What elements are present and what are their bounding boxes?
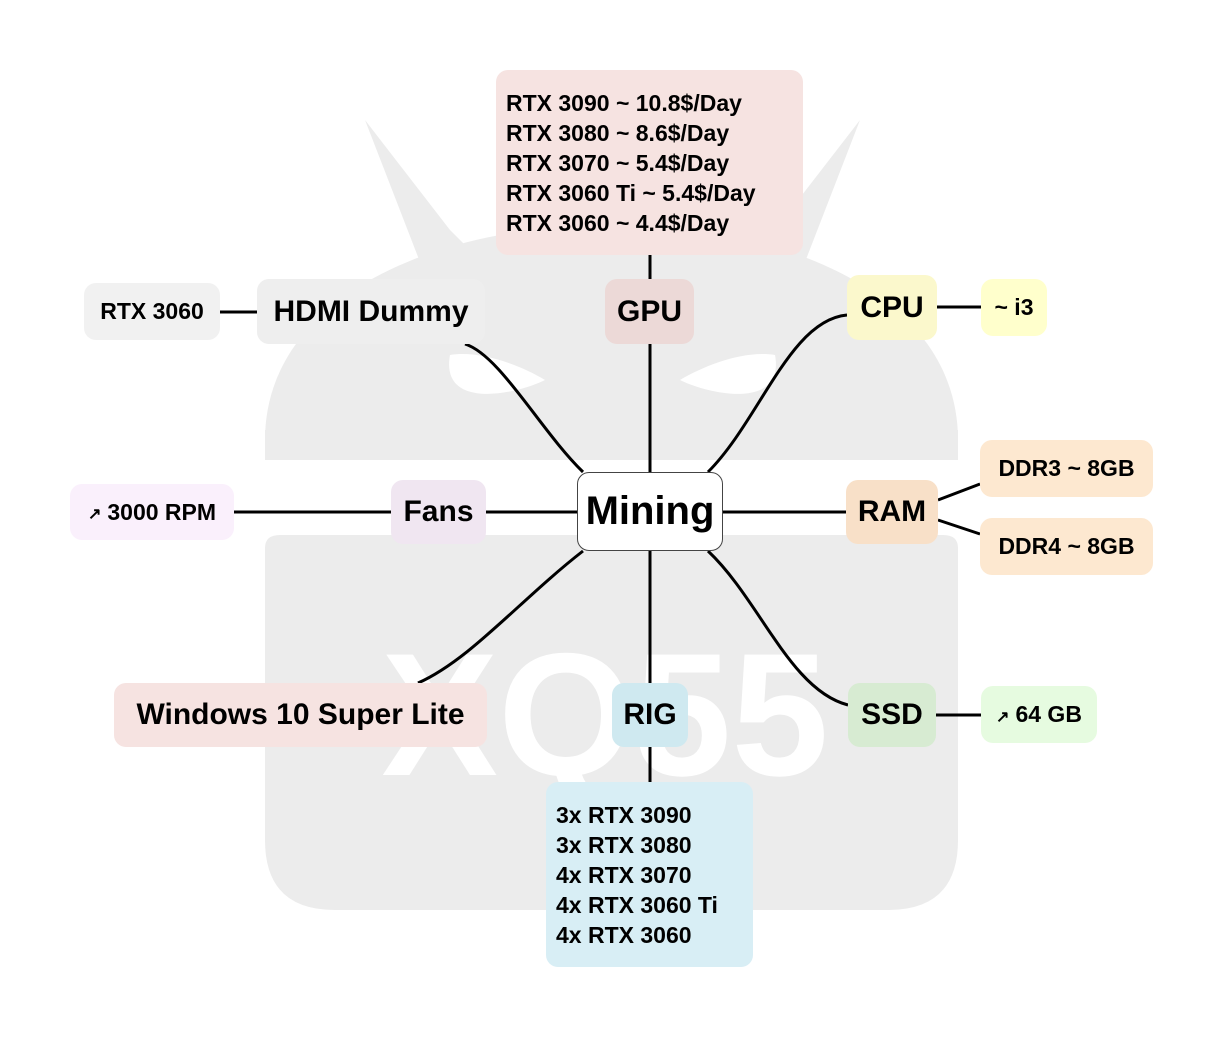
windows-node-label: Windows 10 Super Lite: [136, 698, 465, 731]
gpu-detail-line: RTX 3090 ~ 10.8$/Day: [506, 89, 742, 116]
edge-center-cpu: [706, 313, 848, 474]
ssd-child-64gb[interactable]: ↗ 64 GB: [981, 686, 1097, 743]
cpu-node-label: CPU: [860, 290, 924, 324]
rig-detail-line: 3x RTX 3090: [556, 801, 692, 828]
cpu-node[interactable]: CPU: [847, 275, 937, 340]
cpu-child-i3[interactable]: ~ i3: [981, 279, 1047, 336]
edges: [220, 255, 981, 782]
gpu-detail-line: RTX 3080 ~ 8.6$/Day: [506, 119, 730, 146]
ssd-child-label: 64 GB: [1015, 701, 1082, 727]
rig-node-label: RIG: [623, 698, 677, 731]
hdmi-child-label: RTX 3060: [100, 298, 204, 324]
rig-detail-line: 3x RTX 3080: [556, 831, 692, 858]
edge-ram-ddr3: [937, 482, 981, 502]
hdmi-dummy-label: HDMI Dummy: [273, 294, 469, 328]
rig-detail-line: 4x RTX 3060 Ti: [556, 891, 718, 918]
gpu-detail-line: RTX 3070 ~ 5.4$/Day: [506, 149, 730, 176]
ssd-node[interactable]: SSD: [848, 683, 936, 747]
gpu-node-label: GPU: [616, 294, 682, 328]
center-node-mining[interactable]: Mining: [577, 472, 723, 551]
hdmi-dummy-node[interactable]: HDMI Dummy: [257, 279, 485, 344]
ram-child-ddr3[interactable]: DDR3 ~ 8GB: [980, 440, 1153, 497]
gpu-details-box[interactable]: RTX 3090 ~ 10.8$/Day RTX 3080 ~ 8.6$/Day…: [496, 70, 803, 255]
fans-node[interactable]: Fans: [391, 480, 486, 544]
fans-child-label: 3000 RPM: [107, 498, 217, 525]
edge-center-ssd: [706, 549, 849, 707]
rig-detail-line: 4x RTX 3070: [556, 861, 692, 888]
gpu-detail-line: RTX 3060 Ti ~ 5.4$/Day: [506, 179, 756, 206]
center-node-label: Mining: [585, 489, 715, 533]
rig-node[interactable]: RIG: [612, 683, 688, 747]
rig-details-box[interactable]: 3x RTX 3090 3x RTX 3080 4x RTX 3070 4x R…: [546, 782, 753, 967]
ram-child-label: DDR4 ~ 8GB: [998, 533, 1135, 559]
ram-node[interactable]: RAM: [846, 480, 938, 544]
edge-center-windows: [417, 549, 584, 685]
ram-child-ddr4[interactable]: DDR4 ~ 8GB: [980, 518, 1153, 575]
cpu-child-label: ~ i3: [994, 294, 1034, 320]
ram-node-label: RAM: [857, 495, 927, 528]
gpu-node[interactable]: GPU: [605, 279, 694, 344]
edge-center-hdmi: [464, 342, 585, 474]
ssd-node-label: SSD: [861, 698, 923, 731]
arrow-up-right-icon: ↗: [87, 506, 102, 523]
arrow-up-right-icon: ↗: [996, 708, 1010, 726]
gpu-detail-line: RTX 3060 ~ 4.4$/Day: [506, 209, 730, 236]
ram-child-label: DDR3 ~ 8GB: [998, 455, 1135, 481]
fans-child-rpm[interactable]: ↗ 3000 RPM: [70, 484, 234, 540]
windows-node[interactable]: Windows 10 Super Lite: [114, 683, 487, 747]
rig-detail-line: 4x RTX 3060: [556, 921, 692, 948]
hdmi-child-rtx3060[interactable]: RTX 3060: [84, 283, 220, 340]
fans-node-label: Fans: [403, 495, 474, 528]
edge-ram-ddr4: [937, 518, 981, 536]
